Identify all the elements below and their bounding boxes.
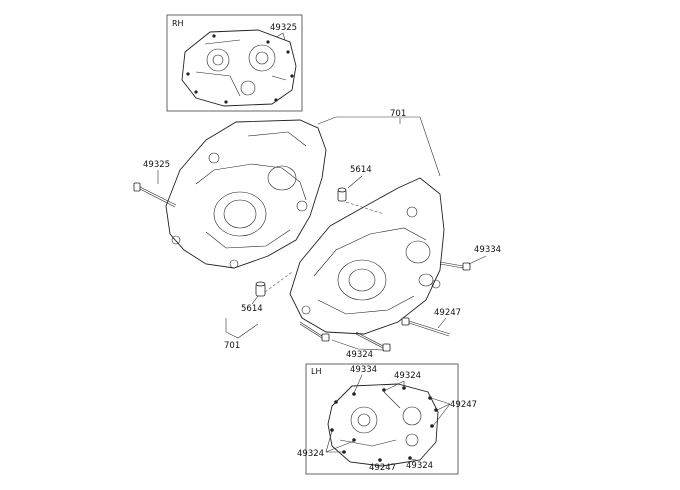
lh-case-half-drawing bbox=[327, 383, 439, 467]
dowel-pin-lower bbox=[255, 281, 266, 297]
leader-dowel-top bbox=[347, 175, 363, 189]
bolt-left bbox=[133, 182, 177, 208]
rh-case-half-drawing bbox=[181, 29, 297, 107]
label-bolt-bottom: 49324 bbox=[346, 350, 373, 360]
bolt-lower-middle bbox=[299, 321, 330, 342]
left-crankcase-half bbox=[289, 177, 445, 335]
bracket-assembly-bottom bbox=[225, 318, 259, 339]
lh-inset-tag: LH bbox=[311, 367, 321, 376]
lh-inset: LH 49334 49324 49247 49324 bbox=[297, 363, 477, 475]
lh-label-right: 49247 bbox=[450, 400, 477, 410]
leader-bolt-right bbox=[468, 255, 487, 265]
lh-label-left: 49324 bbox=[297, 449, 324, 459]
label-assembly-bottom: 701 bbox=[224, 341, 240, 351]
bolt-lower-right bbox=[355, 331, 391, 352]
rh-inset-tag: RH bbox=[172, 19, 184, 28]
label-dowel-bottom: 5614 bbox=[241, 304, 263, 314]
lh-label-top-left: 49334 bbox=[350, 365, 377, 375]
dowel-pin-upper bbox=[337, 187, 347, 202]
leader-bolt-lower-right bbox=[437, 317, 447, 329]
leader-bolt-bottom bbox=[331, 339, 385, 351]
lh-label-bottom-right: 49324 bbox=[406, 461, 433, 471]
leader-dowel-bottom bbox=[251, 295, 259, 305]
bracket-assembly-top bbox=[317, 116, 441, 177]
label-assembly-top: 701 bbox=[390, 109, 406, 119]
bolt-long-right bbox=[401, 317, 451, 337]
rh-inset: RH 49325 bbox=[166, 14, 303, 112]
label-bolt-lower-right: 49247 bbox=[434, 308, 461, 318]
label-dowel-top: 5614 bbox=[350, 165, 372, 175]
label-bolt-left: 49325 bbox=[143, 160, 170, 170]
bolt-right bbox=[439, 261, 471, 271]
rh-inset-part-label: 49325 bbox=[270, 23, 297, 33]
lh-label-bottom-mid: 49247 bbox=[369, 463, 396, 473]
lh-label-top-mid: 49324 bbox=[394, 371, 421, 381]
right-crankcase-half bbox=[165, 119, 327, 269]
label-bolt-right: 49334 bbox=[474, 245, 501, 255]
